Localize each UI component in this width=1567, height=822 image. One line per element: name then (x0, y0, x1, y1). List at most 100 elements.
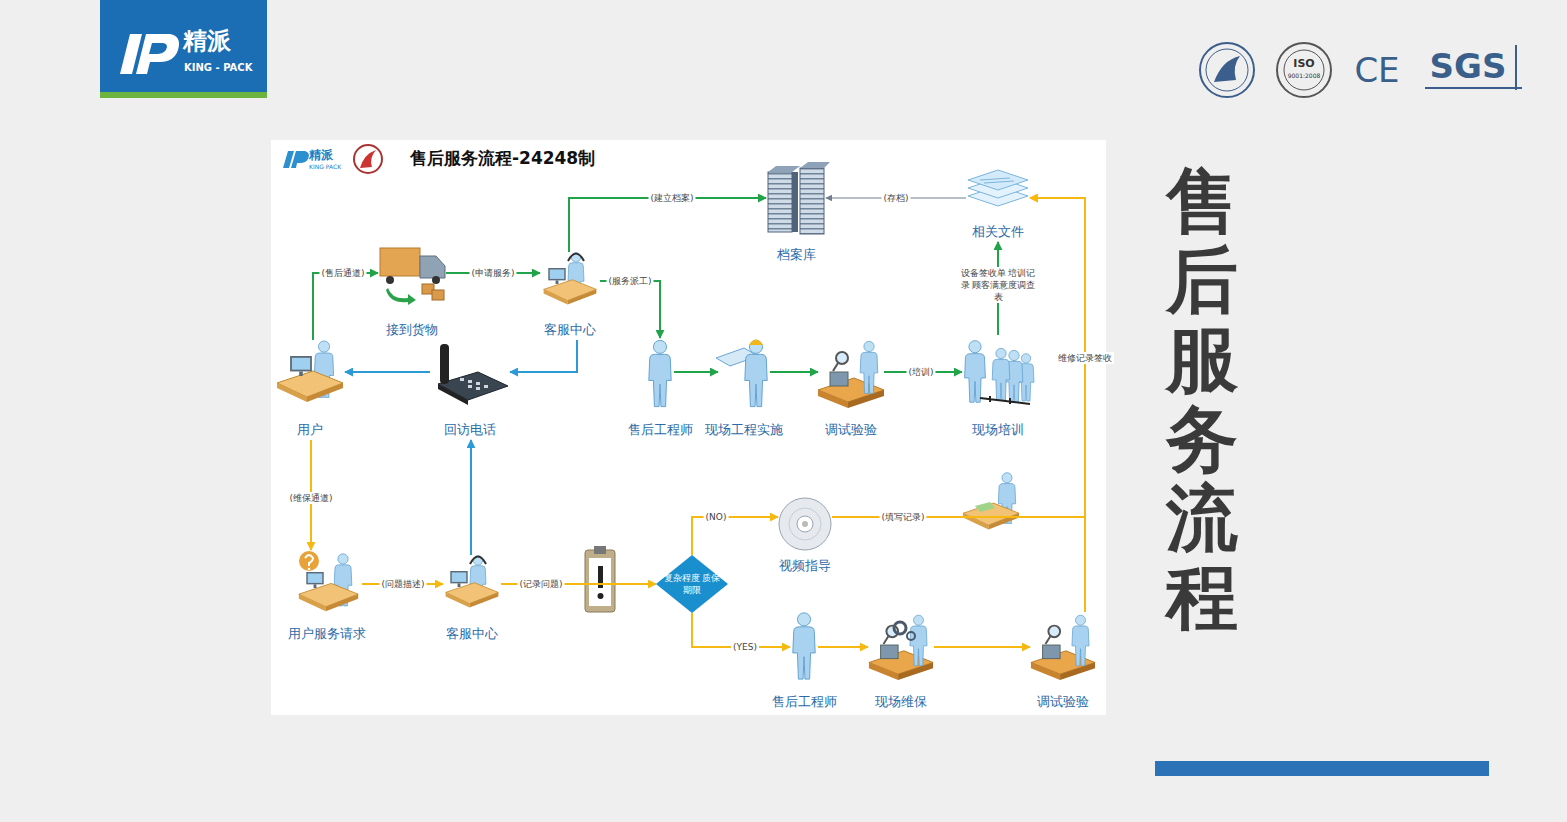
testing-icon (818, 341, 884, 408)
connector-label: (培训) (906, 366, 935, 378)
process-node: 客服中心 (443, 555, 501, 605)
cert-logos (1200, 43, 1522, 97)
cert-logos (1206, 49, 1248, 91)
clipboard-icon (594, 546, 606, 554)
process-node: 用户 (275, 340, 345, 440)
node-label: 回访电话 (444, 422, 496, 438)
blueprint-worker-icon (716, 340, 767, 407)
truck-icon (432, 290, 444, 300)
company-logo (100, 0, 267, 98)
phone-icon (438, 344, 508, 405)
service-desk-icon (470, 557, 486, 565)
node-label: 用户服务请求 (288, 626, 366, 642)
request-icon (306, 572, 323, 588)
connector-label: (记录问题) (517, 578, 564, 590)
node-label: 档案库 (777, 247, 816, 263)
engineer-icon (649, 340, 671, 406)
cert-logos (1214, 56, 1240, 82)
small-logo (283, 145, 382, 173)
node-label: 视频指导 (779, 558, 831, 574)
testing-icon (1031, 615, 1095, 680)
truck-icon (380, 248, 420, 276)
truck-icon (380, 248, 445, 305)
connector-label: (维保通道) (287, 492, 334, 504)
service-desk-icon (450, 571, 467, 587)
node-label: 复杂程度 质保期限 (660, 572, 724, 596)
company-logo (100, 92, 267, 98)
node-label: 调试验验 (825, 422, 877, 438)
truck-icon (386, 288, 416, 305)
cert-text: 9001:2008 (1288, 73, 1321, 80)
service-desk-icon (548, 268, 565, 284)
node-label: 售后工程师 (628, 422, 693, 438)
connector-label: 维修记录签收 (1056, 352, 1114, 364)
truck-icon (386, 276, 394, 284)
connector-label: (服务派工) (606, 275, 653, 287)
cert-logos (1200, 43, 1254, 97)
node-label: 现场工程实施 (705, 422, 783, 438)
accent-bar (1155, 761, 1489, 776)
small-logo (283, 151, 309, 168)
node-label: 现场培训 (972, 422, 1024, 438)
connector-label: (申请服务) (469, 267, 516, 279)
logo-subtext: KING - PACK (184, 62, 252, 73)
connector-label: 设备签收单 培训记录 顾客满意度调查表 (956, 267, 1040, 303)
flow-connector (832, 198, 1085, 517)
node-label: 相关文件 (972, 224, 1024, 240)
flow-connector (770, 371, 818, 373)
node-label: 客服中心 (446, 626, 498, 642)
archive-server-icon (792, 172, 798, 232)
training-group-icon (992, 348, 1010, 400)
documents-icon (968, 170, 1028, 206)
process-node: 档案库 (766, 165, 826, 237)
process-node: 现场维保 (868, 612, 934, 680)
cert-logos (1277, 43, 1331, 97)
maintenance-icon (907, 632, 915, 640)
truck-icon (432, 276, 440, 284)
record-writing-icon (975, 502, 995, 512)
flow-connector (600, 281, 660, 338)
process-node: 视频指导 (778, 497, 832, 551)
archive-server-icon (768, 162, 830, 234)
maintenance-icon (894, 622, 906, 634)
video-disc-icon (779, 498, 831, 550)
flow-connector (313, 273, 378, 340)
process-node: 回访电话 (430, 340, 510, 440)
service-desk-icon (446, 583, 499, 608)
vertical-heading: 售后服务流程 (1166, 162, 1238, 637)
archive-server-icon (800, 168, 824, 234)
flow-connector (345, 371, 430, 373)
phone-icon (460, 378, 464, 381)
process-node: 售后工程师 (790, 608, 818, 683)
maintenance-icon (869, 615, 933, 680)
node-label: 客服中心 (544, 322, 596, 338)
phone-icon (484, 385, 488, 388)
node-label: 现场维保 (875, 694, 927, 710)
cert-mark: CE (1354, 52, 1399, 89)
process-node: 售后工程师 (646, 338, 674, 408)
training-group-icon (965, 341, 986, 403)
blueprint-worker-icon (749, 340, 763, 346)
flow-connector (674, 371, 718, 373)
process-node: 相关文件 (966, 168, 1030, 242)
service-desk-icon (446, 556, 499, 608)
phone-icon (440, 344, 449, 384)
cert-text: ISO (1293, 58, 1314, 70)
flow-connector (818, 646, 868, 648)
video-disc-icon (802, 521, 808, 527)
service-desk-icon (544, 280, 597, 305)
company-logo (100, 0, 267, 92)
small-logo (360, 150, 376, 168)
diagram-title: 售后服务流程-24248制 (410, 147, 595, 170)
request-icon (299, 583, 358, 611)
process-node: 用户服务请求 (292, 550, 362, 612)
service-desk-icon (568, 254, 584, 262)
phone-icon (476, 387, 480, 390)
testing-icon (1031, 615, 1095, 680)
diamond-shape (656, 555, 728, 613)
training-group-icon (965, 341, 1034, 404)
documents-icon (980, 178, 1014, 183)
connector-label: (问题描述) (379, 578, 426, 590)
logo-text: 精派 (183, 28, 231, 54)
